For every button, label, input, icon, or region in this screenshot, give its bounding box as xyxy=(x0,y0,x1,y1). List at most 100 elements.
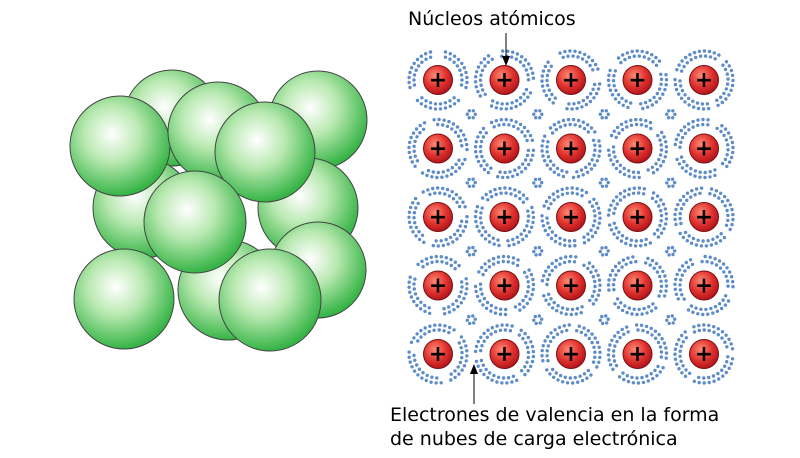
electron-dot xyxy=(540,317,544,321)
nucleus: + xyxy=(489,339,520,369)
electron-dot xyxy=(692,330,697,334)
electron-dot xyxy=(685,198,689,202)
electron-dot xyxy=(651,376,655,381)
electron-dot xyxy=(626,256,630,260)
electron-dot xyxy=(549,64,553,69)
electron-dot xyxy=(408,70,412,75)
electron-dot xyxy=(679,140,683,144)
electron-dot xyxy=(595,365,599,369)
electron-dot xyxy=(678,216,682,221)
electron-dot xyxy=(494,306,498,310)
electron-dot xyxy=(449,257,453,262)
electron-dot xyxy=(685,239,689,243)
electron-dot xyxy=(517,302,522,306)
electron-dot xyxy=(459,139,463,143)
electron-dot xyxy=(455,64,460,68)
electron-dot xyxy=(457,166,462,170)
electron-dot xyxy=(706,118,710,122)
electron-dot xyxy=(454,192,459,197)
electron-dot xyxy=(689,166,693,171)
nucleus-circle xyxy=(689,202,719,232)
electron-dot xyxy=(660,337,664,341)
electron-dot xyxy=(527,230,532,234)
electron-dot xyxy=(531,287,535,292)
electron-dot xyxy=(530,205,534,210)
electron-dot xyxy=(593,284,597,289)
electron-dot xyxy=(547,292,551,296)
electron-dot xyxy=(607,208,611,212)
electron-dot xyxy=(490,326,494,330)
electron-dot xyxy=(593,350,597,354)
electron-dot xyxy=(576,118,581,123)
electron-dot xyxy=(664,212,668,216)
electron-dot xyxy=(657,204,661,208)
nucleus-circle xyxy=(622,202,653,232)
electron-dot xyxy=(659,82,663,87)
electron-dot xyxy=(514,120,518,124)
electron-dot xyxy=(550,306,555,310)
electron-dot xyxy=(720,124,724,128)
electron-dot xyxy=(494,119,498,123)
electron-dot xyxy=(465,80,469,85)
electron-dot xyxy=(511,174,515,178)
electron-dot xyxy=(424,257,429,261)
electron-dot xyxy=(447,194,452,198)
electron-dot xyxy=(607,153,611,157)
electron-dot xyxy=(676,202,680,207)
electron-dot xyxy=(706,106,711,111)
electron-dot xyxy=(416,296,420,301)
sphere xyxy=(218,248,322,352)
electron-dot xyxy=(724,370,728,375)
electron-dot xyxy=(435,259,439,264)
electron-dot xyxy=(471,109,475,113)
electron-dot xyxy=(589,373,593,377)
electron-dot xyxy=(659,143,663,147)
electron-dot xyxy=(515,99,519,103)
electron-dot xyxy=(613,344,617,348)
electron-dot xyxy=(707,380,711,385)
electron-dot xyxy=(526,148,531,153)
electron-dot xyxy=(685,191,690,195)
electron-dot xyxy=(592,153,596,157)
nucleus-circle xyxy=(489,202,520,232)
electron-dot xyxy=(473,180,477,185)
electron-dot xyxy=(512,242,516,247)
electron-dot xyxy=(729,342,733,346)
electron-dot xyxy=(542,204,546,208)
electron-dot xyxy=(434,239,438,243)
electron-dot xyxy=(570,107,574,111)
electron-dot xyxy=(643,100,648,105)
electron-dot xyxy=(644,324,649,329)
electron-dot xyxy=(729,275,734,279)
nucleus-plus-sign: + xyxy=(695,205,713,230)
electron-dot xyxy=(654,63,659,67)
electron-dot xyxy=(646,168,650,172)
electron-dot xyxy=(659,279,663,283)
electron-dot xyxy=(548,167,553,171)
electron-dot xyxy=(457,294,461,299)
electron-dot xyxy=(570,186,574,190)
electron-dot xyxy=(606,180,610,185)
electron-dot xyxy=(673,180,677,185)
electron-dot xyxy=(671,252,675,257)
electron-dot xyxy=(412,78,416,82)
electron-dot xyxy=(662,294,667,298)
electron-dot xyxy=(692,50,697,55)
electron-dot xyxy=(615,339,619,344)
electron-dot xyxy=(428,50,433,54)
electron-dot xyxy=(543,228,547,233)
electron-dot xyxy=(474,289,478,294)
electron-dot xyxy=(421,127,426,131)
electron-dot xyxy=(620,234,625,238)
electron-dot xyxy=(428,106,433,110)
electron-dot xyxy=(526,369,530,373)
electron-dot xyxy=(556,378,560,382)
electron-dot xyxy=(433,102,438,106)
electron-dot xyxy=(619,239,624,243)
nucleus-plus-sign: + xyxy=(695,274,713,299)
electron-dot xyxy=(637,307,641,312)
electron-dot xyxy=(614,166,619,171)
electron-dot xyxy=(723,67,728,72)
electron-dot xyxy=(560,330,564,334)
electron-dot xyxy=(415,159,420,163)
